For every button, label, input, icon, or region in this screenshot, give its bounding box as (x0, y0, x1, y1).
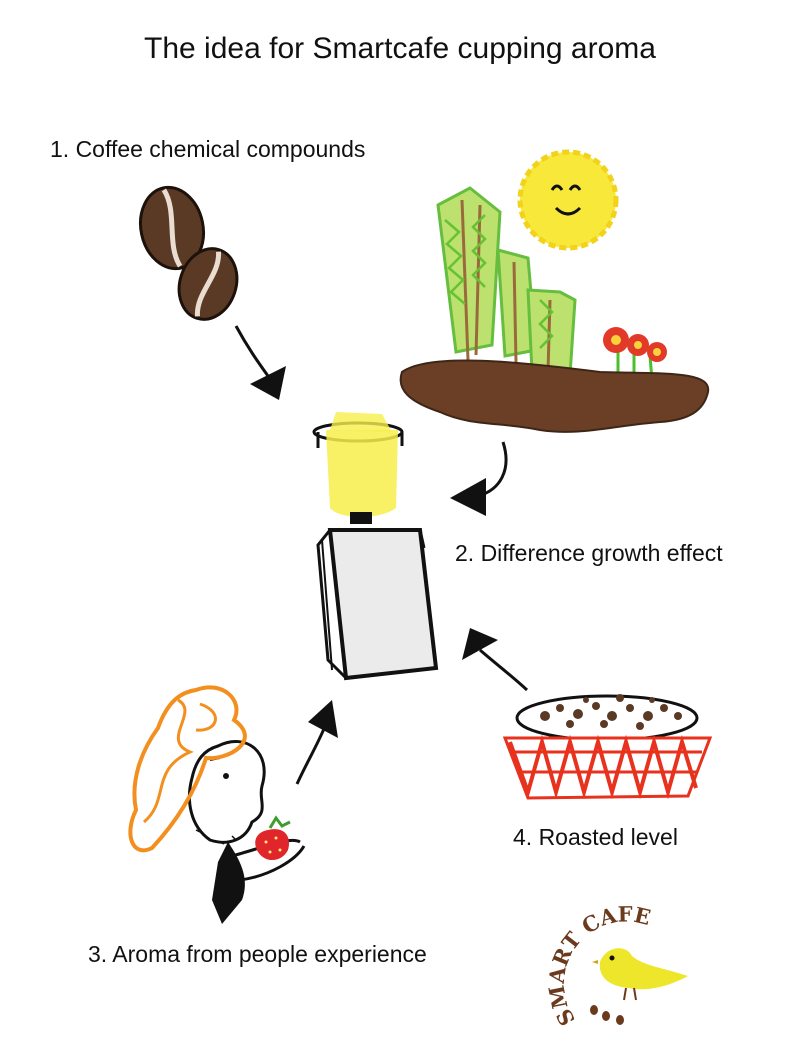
roasted-beans-basket-icon (502, 694, 713, 800)
person-tasting-icon (128, 685, 306, 924)
sun-icon (517, 149, 619, 251)
bird-icon (592, 948, 688, 1001)
label-people-experience: 3. Aroma from people experience (88, 941, 427, 967)
page-title: The idea for Smartcafe cupping aroma (144, 32, 656, 65)
label-growth-effect: 2. Difference growth effect (455, 540, 723, 566)
strawberry-icon (255, 815, 291, 861)
coffee-beans-icon (139, 185, 239, 321)
label-coffee-compounds: 1. Coffee chemical compounds (50, 136, 366, 162)
arrow-basket-to-machine-icon (462, 628, 529, 692)
aroma-machine-icon (316, 528, 439, 681)
arrow-beans-to-machine-icon (234, 325, 286, 400)
label-roasted-level: 4. Roasted level (513, 824, 678, 850)
flowers-icon (603, 327, 667, 386)
logo-beans-icon (590, 1005, 624, 1025)
coffee-plant-icon (436, 186, 577, 377)
cupping-cup-icon (312, 412, 404, 524)
smart-cafe-logo: SMART CAFE (548, 901, 688, 1030)
arrow-person-to-machine-icon (295, 700, 338, 785)
arrow-soil-to-machine-icon (450, 441, 508, 516)
soil-mound-icon (399, 359, 710, 433)
